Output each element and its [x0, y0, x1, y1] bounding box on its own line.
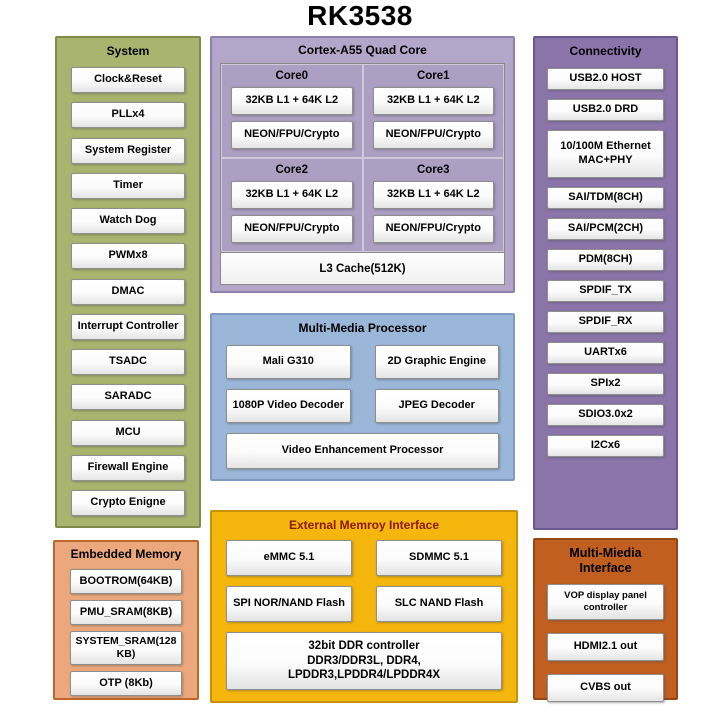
emi-header: External Memroy Interface [288, 518, 440, 532]
system-block: Clock&Reset [71, 67, 185, 93]
cortex-header: Cortex-A55 Quad Core [298, 43, 427, 57]
embedded-memory-header: Embedded Memory [70, 547, 182, 561]
connectivity-block: USB2.0 DRD [547, 99, 664, 121]
emi-block: eMMC 5.1 [226, 540, 352, 576]
embedded-memory-block: PMU_SRAM(8KB) [70, 600, 182, 625]
mmp-block: 1080P Video Decoder [226, 389, 351, 423]
emi-block: SPI NOR/NAND Flash [226, 586, 352, 622]
connectivity-item-list: USB2.0 HOST USB2.0 DRD 10/100M Ethernet MA… [547, 68, 664, 457]
core3-simd-block: NEON/FPU/Crypto [372, 215, 494, 243]
core3-cell: Core3 32KB L1 + 64K L2 NEON/FPU/Crypto [362, 158, 504, 252]
connectivity-block: SAI/TDM(8CH) [547, 187, 664, 209]
connectivity-block: PDM(8CH) [547, 249, 664, 271]
mmp-block: Mali G310 [226, 345, 351, 379]
system-header: System [106, 44, 150, 58]
system-block: DMAC [71, 278, 185, 305]
embedded-memory-block: OTP (8Kb) [70, 671, 182, 696]
core0-title: Core0 [275, 70, 309, 82]
system-block: Watch Dog [71, 208, 185, 234]
emi-block: SDMMC 5.1 [376, 540, 502, 576]
ddr-controller-block: 32bit DDR controller DDR3/DDR3L, DDR4, L… [226, 632, 502, 690]
mmp-block: JPEG Decoder [374, 389, 499, 423]
core1-cell: Core1 32KB L1 + 64K L2 NEON/FPU/Crypto [362, 64, 504, 158]
external-memory-interface-panel: External Memroy Interface eMMC 5.1 SDMMC … [210, 510, 518, 703]
connectivity-block: I2Cx6 [547, 435, 664, 457]
connectivity-block: SAI/PCM(2CH) [547, 218, 664, 240]
connectivity-block: SPDIF_TX [547, 280, 664, 302]
embedded-memory-item-list: BOOTROM(64KB) PMU_SRAM(8KB) SYSTEM_SRAM(12… [70, 569, 182, 696]
connectivity-block: SDIO3.0x2 [547, 404, 664, 426]
l3-cache-block: L3 Cache(512K) [221, 252, 504, 284]
emi-block: SLC NAND Flash [376, 586, 502, 622]
mmp-block: 2D Graphic Engine [374, 345, 499, 379]
core1-title: Core1 [416, 70, 450, 82]
cortex-core-area: Core0 32KB L1 + 64K L2 NEON/FPU/Crypto C… [220, 63, 505, 285]
system-block: MCU [71, 419, 185, 446]
core-grid: Core0 32KB L1 + 64K L2 NEON/FPU/Crypto C… [221, 64, 504, 252]
core1-simd-block: NEON/FPU/Crypto [372, 121, 494, 149]
video-enhancement-block: Video Enhancement Processor [226, 433, 499, 469]
system-block: TSADC [71, 349, 185, 375]
system-block: Firewall Engine [71, 454, 185, 481]
system-block: Crypto Enigne [71, 490, 185, 516]
core3-cache-block: 32KB L1 + 64K L2 [372, 181, 494, 209]
mmp-block-grid: Mali G310 2D Graphic Engine 1080P Video De… [226, 345, 499, 423]
mmi-header: Multi-Miedia Interface [569, 546, 642, 575]
embedded-memory-panel: Embedded Memory BOOTROM(64KB) PMU_SRAM(8K… [53, 540, 199, 700]
core0-cache-block: 32KB L1 + 64K L2 [231, 87, 353, 115]
connectivity-header: Connectivity [569, 44, 642, 58]
system-block: SARADC [71, 384, 185, 411]
connectivity-block: SPIx2 [547, 373, 664, 395]
connectivity-block: USB2.0 HOST [547, 68, 664, 90]
core2-title: Core2 [275, 164, 309, 176]
connectivity-panel: Connectivity USB2.0 HOST USB2.0 DRD 10/100… [533, 36, 678, 530]
mmp-header: Multi-Media Processor [298, 321, 427, 335]
core3-title: Core3 [416, 164, 450, 176]
embedded-memory-block: SYSTEM_SRAM(128KB) [70, 631, 182, 665]
connectivity-block: 10/100M Ethernet MAC+PHY [547, 130, 664, 178]
multimedia-processor-panel: Multi-Media Processor Mali G310 2D Graphi… [210, 313, 515, 481]
connectivity-block: SPDIF_RX [547, 311, 664, 333]
connectivity-block: UARTx6 [547, 342, 664, 364]
mmi-block: CVBS out [547, 674, 664, 702]
mmi-block: HDMI2.1 out [547, 633, 664, 661]
system-block: PWMx8 [71, 243, 185, 270]
ddr-controller-line1: 32bit DDR controller [308, 640, 420, 653]
core0-simd-block: NEON/FPU/Crypto [231, 121, 353, 149]
core2-cell: Core2 32KB L1 + 64K L2 NEON/FPU/Crypto [221, 158, 363, 252]
mmi-block: VOP display panel controller [547, 584, 664, 620]
core2-cache-block: 32KB L1 + 64K L2 [231, 181, 353, 209]
core2-simd-block: NEON/FPU/Crypto [231, 215, 353, 243]
multimedia-interface-panel: Multi-Miedia Interface VOP display panel… [533, 538, 678, 702]
core0-cell: Core0 32KB L1 + 64K L2 NEON/FPU/Crypto [221, 64, 363, 158]
core1-cache-block: 32KB L1 + 64K L2 [372, 87, 494, 115]
embedded-memory-block: BOOTROM(64KB) [70, 569, 182, 594]
page-title: RK3538 [307, 0, 413, 31]
system-block: System Register [71, 137, 185, 164]
system-block: Interrupt Controller [71, 313, 185, 340]
system-block: Timer [71, 172, 185, 199]
system-block: PLLx4 [71, 102, 185, 129]
ddr-controller-line2: DDR3/DDR3L, DDR4, LPDDR3,LPDDR4/LPDDR4X [287, 654, 441, 682]
cortex-a55-panel: Cortex-A55 Quad Core Core0 32KB L1 + 64K… [210, 36, 515, 293]
